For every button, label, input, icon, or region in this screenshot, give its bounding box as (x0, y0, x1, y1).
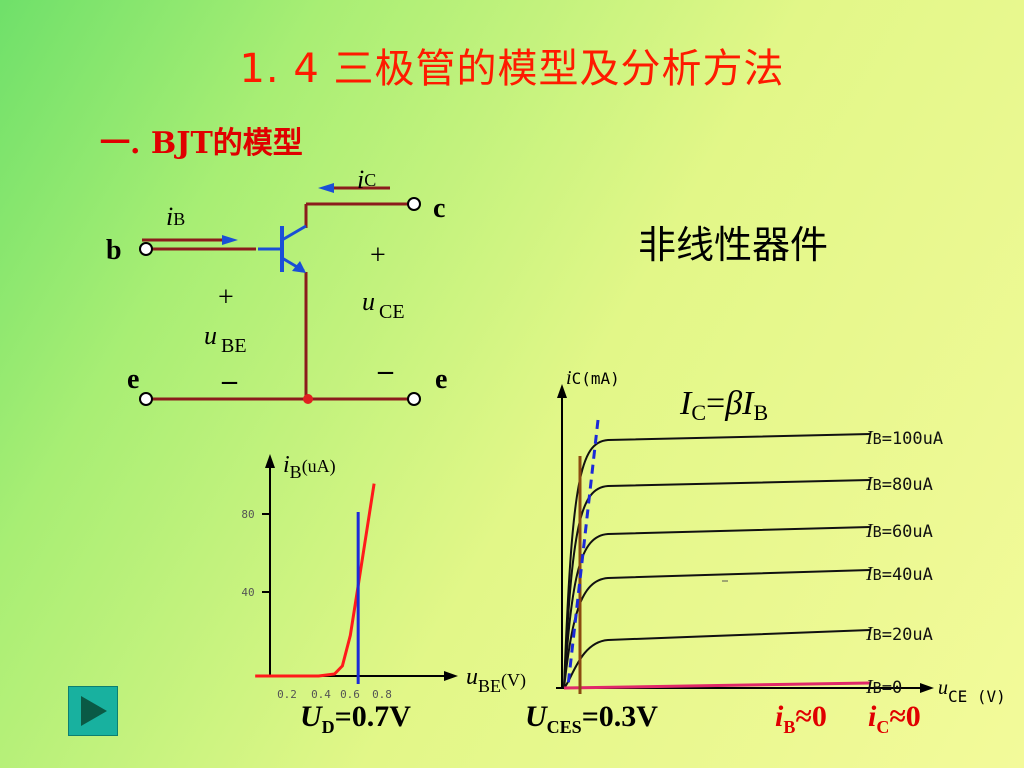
uces-label: UCES=0.3V (525, 700, 658, 737)
iB-label: iB (166, 202, 185, 231)
collector-label: c (433, 193, 445, 224)
uCE-plus: + (370, 240, 386, 271)
ib-approx-zero-label: iB≈0 (775, 700, 827, 737)
iB-arrow-icon (142, 235, 238, 245)
input-x-tick-label: 0.6 (340, 688, 360, 701)
output-ylabel: iC(mA) (566, 367, 620, 389)
output-curve-series (563, 526, 871, 689)
output-series-label: IB=0 (865, 676, 902, 698)
output-series-label: IB=40uA (865, 563, 933, 585)
uBE-plus: + (218, 282, 234, 313)
emitter-arrow-icon (292, 261, 306, 273)
output-series-label: IB=20uA (865, 623, 933, 645)
input-y-tick-label: 80 (241, 508, 254, 521)
junction-node (303, 394, 313, 404)
output-curve-series (563, 629, 871, 689)
input-ylabel: iB(uA) (283, 452, 336, 482)
output-curve-series (563, 479, 871, 689)
output-series-label: IB=100uA (865, 427, 943, 449)
input-y-tick-label: 40 (241, 586, 254, 599)
output-curve-series (563, 681, 871, 690)
emitter-label-right: e (435, 364, 447, 395)
ic-approx-zero-label: iC≈0 (868, 700, 921, 737)
section-heading: 一. BJT的模型 (100, 126, 303, 161)
output-series-label: IB=80uA (865, 473, 933, 495)
output-series-label: IB=60uA (865, 520, 933, 542)
input-x-tick-label: 0.2 (277, 688, 297, 701)
uBE-minus: – (221, 364, 238, 397)
output-x-axis-arrow-icon (920, 683, 934, 693)
output-curve-series (563, 569, 871, 689)
input-x-tick-label: 0.8 (372, 688, 392, 701)
input-xlabel: uBE(V) (466, 664, 526, 696)
nonlinear-device-label: 非线性器件 (638, 223, 829, 267)
transistor-symbol (258, 224, 307, 273)
output-y-axis-arrow-icon (557, 384, 567, 398)
base-label: b (106, 235, 122, 266)
iC-arrow-icon (318, 183, 390, 193)
output-xlabel: uCE (V) (938, 677, 1006, 706)
input-x-axis-arrow-icon (444, 671, 458, 681)
terminal-e-right (407, 392, 421, 406)
terminal-b (139, 242, 153, 256)
play-icon (81, 696, 107, 726)
page-title: 1. 4 三极管的模型及分析方法 (239, 46, 785, 92)
ud-label: UD=0.7V (300, 700, 411, 737)
input-y-axis-arrow-icon (265, 454, 275, 468)
input-curve-series (255, 483, 376, 678)
formula-ic-beta-ib: IC=βIB (679, 385, 768, 425)
terminal-e-left (139, 392, 153, 406)
iC-label: iC (357, 165, 376, 194)
emitter-label-left: e (127, 364, 139, 395)
uCE-minus: – (377, 354, 394, 387)
output-curve-series (563, 433, 871, 689)
input-x-tick-label: 0.4 (311, 688, 331, 701)
terminal-c (407, 197, 421, 211)
play-button[interactable] (68, 686, 118, 736)
